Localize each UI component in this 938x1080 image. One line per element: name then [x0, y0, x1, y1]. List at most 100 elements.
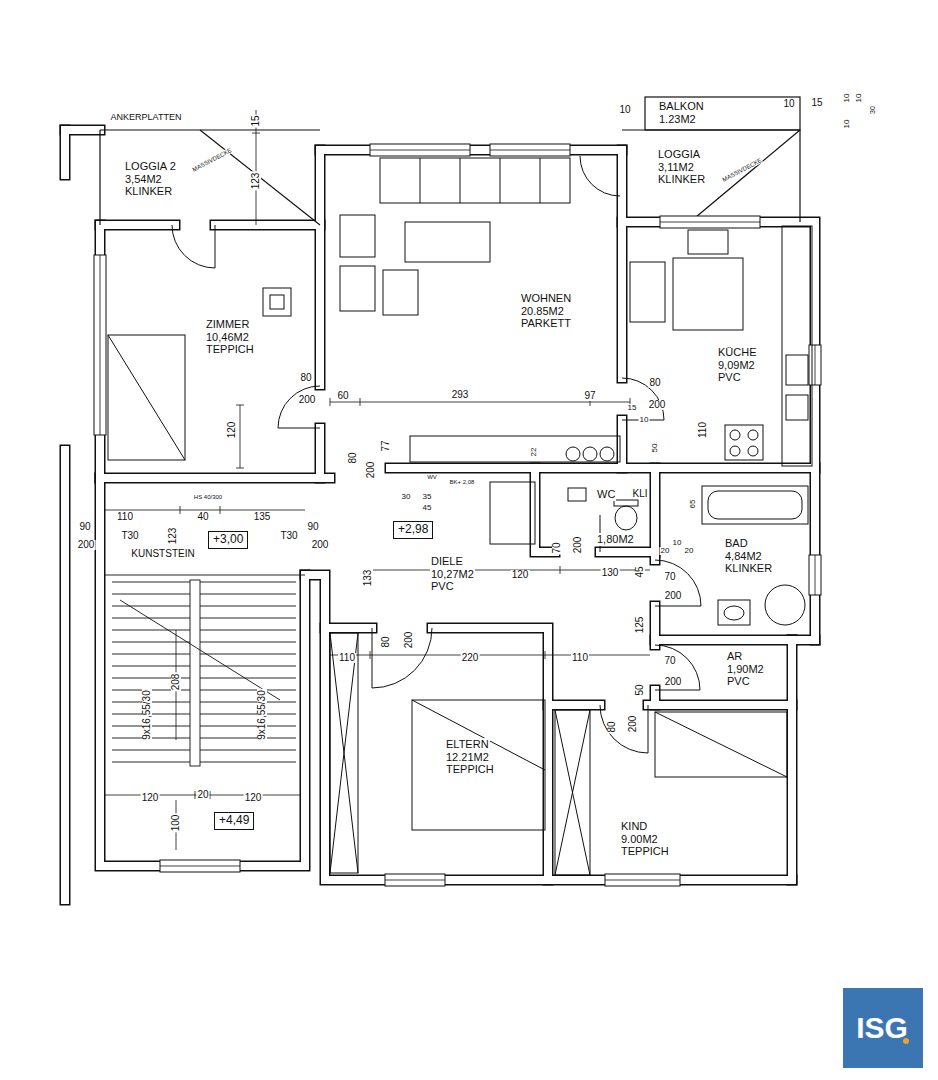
furniture [490, 482, 535, 544]
room-text: 10,27M2 [430, 568, 475, 581]
furniture [688, 230, 728, 254]
note-label: BK+ 2,08 [449, 479, 476, 485]
room-text: LOGGIA 2 [124, 160, 177, 173]
dimension-label: 70 [552, 541, 562, 554]
stair-steps [112, 582, 296, 762]
stair-steps [105, 575, 305, 576]
room-text: TEPPICH [445, 763, 495, 776]
furniture [655, 712, 787, 777]
room-text: TEPPICH [205, 343, 255, 356]
dimension-label: 30 [401, 493, 412, 501]
dimension-label: 9x16,55/30 [257, 689, 267, 741]
room-label: LOGGIA 23,54M2KLINKER [124, 160, 177, 198]
furniture [782, 226, 812, 466]
room-text: DIELE [430, 555, 464, 568]
furniture [330, 633, 358, 873]
dimension-label: 50 [635, 683, 645, 696]
dimension-line [252, 110, 260, 225]
room-label: BALKON1.23M2 [658, 100, 705, 125]
dimension-label: 200 [366, 461, 376, 480]
room-text: 1.23M2 [658, 113, 697, 126]
room-text: 4,84M2 [724, 550, 763, 563]
dimension-label: 135 [253, 512, 272, 522]
furniture [568, 488, 586, 501]
wall-fill [65, 130, 815, 900]
furniture [614, 500, 638, 506]
room-text: ZIMMER [205, 318, 250, 331]
dimension-label: 100 [171, 814, 181, 833]
room-label: DIELE10,27M2PVC [430, 555, 475, 593]
furniture [405, 222, 490, 262]
room-text: 9.00M2 [620, 833, 659, 846]
dimension-label: 110 [116, 512, 134, 522]
room-text: BAD [724, 537, 749, 550]
dimension-label: 30 [869, 105, 876, 115]
furniture [555, 710, 590, 875]
dimension-label: 80 [648, 378, 661, 388]
dimension-label: 20 [196, 790, 209, 800]
dimension-label: 90 [306, 522, 319, 532]
dimension-label: 200 [404, 631, 414, 650]
dimension-label: 208 [171, 673, 181, 692]
furniture [748, 446, 758, 456]
dimension-label: 70 [663, 572, 676, 582]
note-label: T30 [120, 531, 139, 541]
dimension-label: 200 [298, 395, 317, 405]
dimension-label: 97 [583, 391, 596, 401]
furniture [270, 295, 284, 309]
room-text: 10,46M2 [205, 331, 250, 344]
room-text: KLINKER [657, 173, 706, 186]
stair-steps [120, 600, 280, 700]
note-label: KLI [631, 489, 648, 499]
dimension-label: 77 [381, 439, 391, 452]
dimension-label: 10 [855, 93, 863, 104]
door-swing [622, 378, 664, 420]
dimension-label: 20 [684, 547, 695, 555]
furniture [108, 335, 185, 460]
dimension-label: 220 [461, 653, 480, 663]
room-text: KIND [620, 820, 648, 833]
room-text: WOHNEN [520, 292, 572, 305]
dimension-line [236, 405, 244, 468]
furniture [600, 447, 614, 461]
room-text: 3,11M2 [657, 161, 695, 174]
room-label: WC1,80M2 [596, 488, 635, 546]
note-label: HS 40/300 [193, 494, 223, 500]
room-text: 1,90M2 [726, 663, 765, 676]
level-marker: +4,49 [214, 812, 254, 830]
furniture [655, 712, 787, 777]
furniture [383, 270, 418, 315]
level-text: +3,00 [212, 533, 244, 547]
furniture [748, 430, 758, 440]
dimension-label: 200 [664, 677, 683, 687]
furniture [555, 710, 590, 875]
dimension-label: 110 [571, 653, 589, 663]
dimension-label: 123 [168, 527, 178, 546]
room-label: AR1,90M2PVC [726, 650, 765, 688]
furniture [673, 258, 743, 330]
furniture [786, 355, 808, 385]
dimension-label: 120 [141, 793, 160, 803]
room-text: AR [726, 650, 743, 663]
furniture [340, 266, 375, 311]
furniture [765, 585, 805, 625]
room-text: PVC [717, 371, 742, 384]
stair-steps [190, 580, 200, 766]
dimension-label: 120 [227, 421, 237, 440]
dimension-label: 35 [422, 493, 433, 501]
dimension-label: 20 [660, 547, 671, 555]
dimension-label: 123 [251, 172, 261, 191]
room-text: 12.21M2 [445, 751, 490, 764]
dimension-label: 9x16,55/30 [142, 689, 152, 741]
dimension-label: 200 [311, 540, 330, 550]
room-text: 1,80M2 [596, 533, 635, 546]
logo-square [843, 988, 923, 1068]
furniture [702, 486, 808, 524]
furniture [412, 700, 545, 770]
dimension-label: 80 [607, 720, 617, 733]
dimension-label: 80 [299, 373, 312, 383]
door-swing [600, 705, 648, 753]
door-swing [655, 560, 701, 606]
dimension-label: 90 [78, 522, 91, 532]
dimension-label: 110 [698, 421, 708, 439]
